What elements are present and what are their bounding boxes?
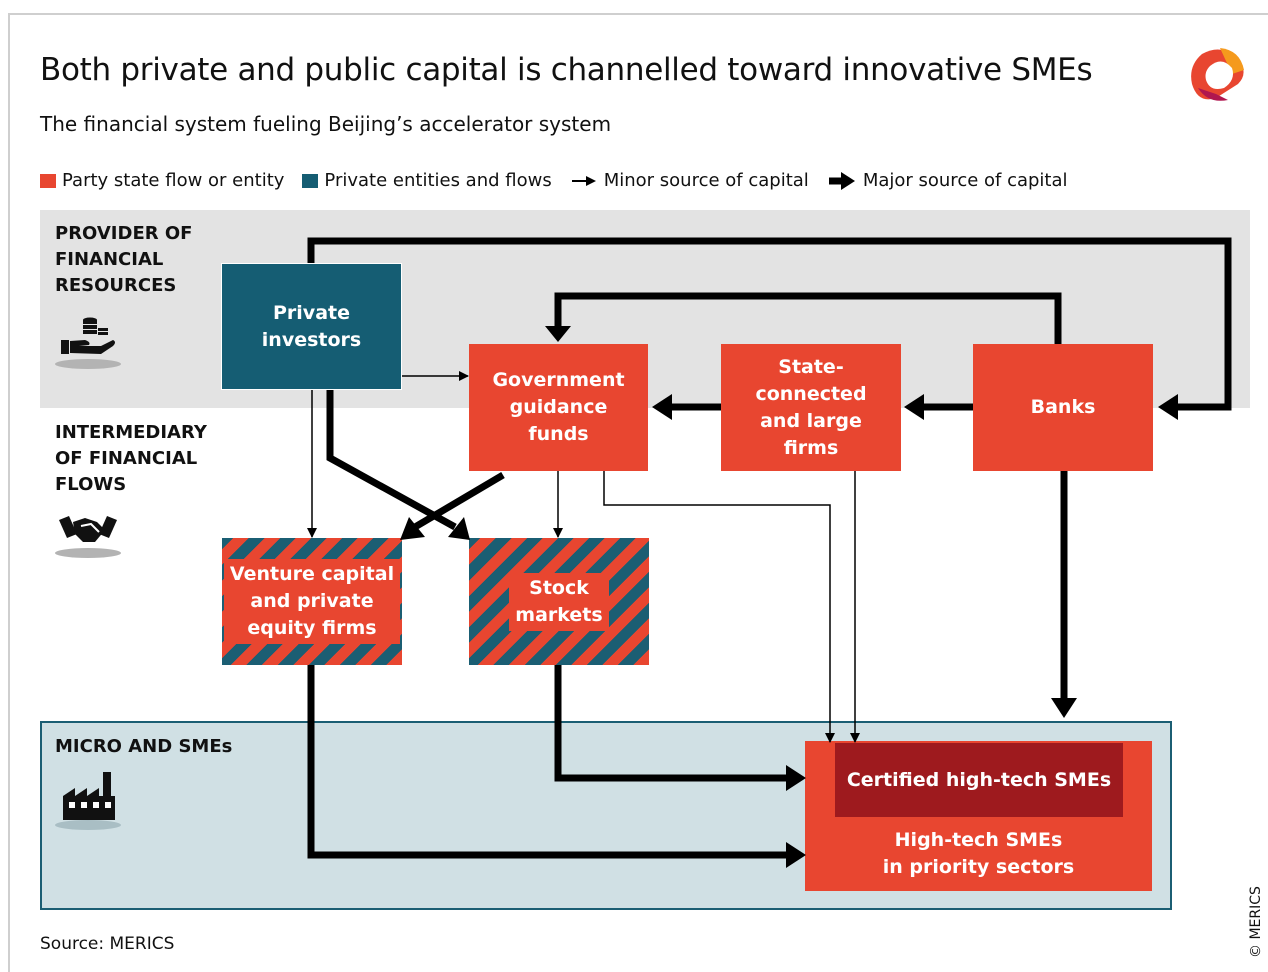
page-subtitle: The financial system fueling Beijing’s a…: [40, 112, 612, 136]
node-label: Venture capital and private equity firms: [223, 559, 401, 644]
zone-label-sme: MICRO AND SMEs: [55, 736, 233, 757]
frame-left-rule: [8, 13, 10, 972]
node-label: Stock markets: [509, 572, 609, 631]
arrowhead-vc-pe: [400, 517, 425, 540]
zone-label-intermediary: INTERMEDIARY OF FINANCIAL FLOWS: [55, 420, 207, 498]
arrow-government-funds-to-vc-pe: [413, 471, 505, 531]
legend-item-private: Private entities and flows: [302, 170, 552, 191]
legend-swatch-private: [302, 173, 319, 188]
node-label: Government guidance funds: [492, 367, 624, 448]
hand-coins-icon: [55, 317, 121, 369]
node-government-guidance-funds: Government guidance funds: [469, 344, 648, 471]
node-private-investors: Private investors: [221, 263, 402, 390]
page-title: Both private and public capital is chann…: [40, 52, 1093, 88]
node-label-line: and private: [250, 590, 374, 612]
node-label: State- connected and large firms: [755, 354, 866, 462]
node-label-line: Stock: [529, 576, 589, 599]
zone-label-provider-line: FINANCIAL: [55, 249, 164, 270]
node-label-line: connected: [755, 382, 867, 405]
zone-label-intermediary-line: OF FINANCIAL: [55, 448, 198, 469]
legend-label-minor: Minor source of capital: [603, 170, 809, 191]
node-vc-pe-firms: Venture capital and private equity firms: [222, 538, 402, 665]
source-note: Source: MERICS: [40, 934, 175, 954]
factory-icon: [55, 772, 121, 830]
legend-label-private: Private entities and flows: [324, 170, 552, 191]
merics-logo-icon: [1191, 48, 1244, 101]
legend-swatch-party-state: [40, 173, 56, 188]
zone-label-intermediary-line: FLOWS: [55, 474, 127, 495]
legend: Party state flow or entity Private entit…: [40, 170, 1086, 191]
node-stock-markets: Stock markets: [469, 538, 649, 665]
node-state-connected-firms: State- connected and large firms: [721, 344, 901, 471]
node-certified-hightech-smes: Certified high-tech SMEs: [835, 743, 1123, 817]
node-label: Private investors: [262, 300, 361, 354]
node-label-line: firms: [783, 436, 839, 459]
copyright-note: © MERICS: [1248, 886, 1264, 958]
node-label-line: investors: [261, 328, 362, 351]
node-label-line: guidance: [509, 396, 608, 418]
arrow-private-investors-to-stock-markets: [326, 390, 457, 531]
legend-thin-arrow-icon: [571, 175, 596, 186]
legend-label-major: Major source of capital: [862, 170, 1068, 191]
node-label-line: and large: [760, 409, 862, 432]
zone-label-intermediary-line: INTERMEDIARY: [55, 422, 207, 443]
zone-label-provider-line: PROVIDER OF: [55, 223, 193, 244]
legend-thick-arrow-icon: [828, 171, 855, 190]
node-label-line: State-: [778, 355, 844, 378]
node-label-line: funds: [528, 423, 589, 445]
node-label-line: equity firms: [247, 617, 377, 639]
arrowhead-hightech-from-banks: [1051, 698, 1077, 718]
zone-label-provider-line: RESOURCES: [55, 275, 177, 296]
handshake-icon: [55, 516, 121, 558]
node-label-line: Government: [492, 369, 625, 391]
node-label: Certified high-tech SMEs: [846, 768, 1112, 791]
legend-item-minor: Minor source of capital: [570, 170, 809, 191]
node-label-line: in priority sectors: [882, 856, 1075, 878]
node-label-line: markets: [515, 603, 603, 626]
node-label: High-tech SMEs in priority sectors: [883, 827, 1074, 881]
legend-item-party-state: Party state flow or entity: [40, 170, 284, 191]
frame-top-rule: [8, 13, 1268, 15]
node-label-line: Venture capital: [229, 563, 395, 585]
node-label-line: Private: [273, 301, 350, 324]
node-banks: Banks: [973, 344, 1153, 471]
arrowhead-stock-markets: [448, 517, 470, 540]
node-label-line: High-tech SMEs: [894, 829, 1063, 851]
node-label: Banks: [1030, 396, 1096, 418]
legend-item-major: Major source of capital: [827, 170, 1068, 191]
zone-label-provider: PROVIDER OF FINANCIAL RESOURCES: [55, 221, 192, 299]
legend-label-party-state: Party state flow or entity: [62, 170, 285, 191]
